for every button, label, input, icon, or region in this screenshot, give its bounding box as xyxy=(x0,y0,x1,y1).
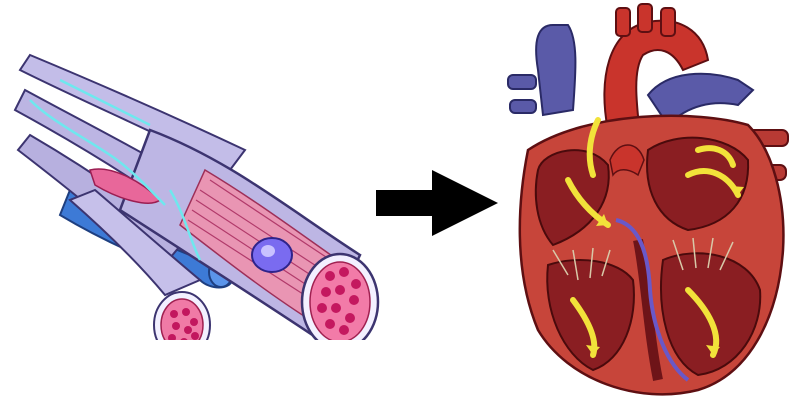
muscle-fiber-drawing xyxy=(0,40,390,340)
superior-vena-cava xyxy=(536,25,575,115)
pulmonary-vein xyxy=(510,100,536,113)
arrow-shape xyxy=(372,168,502,238)
heart-cross-section-illustration xyxy=(498,0,798,410)
aortic-branch xyxy=(616,8,630,36)
pulmonary-vein xyxy=(508,75,536,89)
aortic-branch xyxy=(638,4,652,32)
cardiac-muscle-fiber-illustration xyxy=(0,40,390,340)
aortic-branch xyxy=(661,8,675,36)
arrow-right-icon xyxy=(372,168,502,238)
heart-drawing xyxy=(498,0,798,410)
